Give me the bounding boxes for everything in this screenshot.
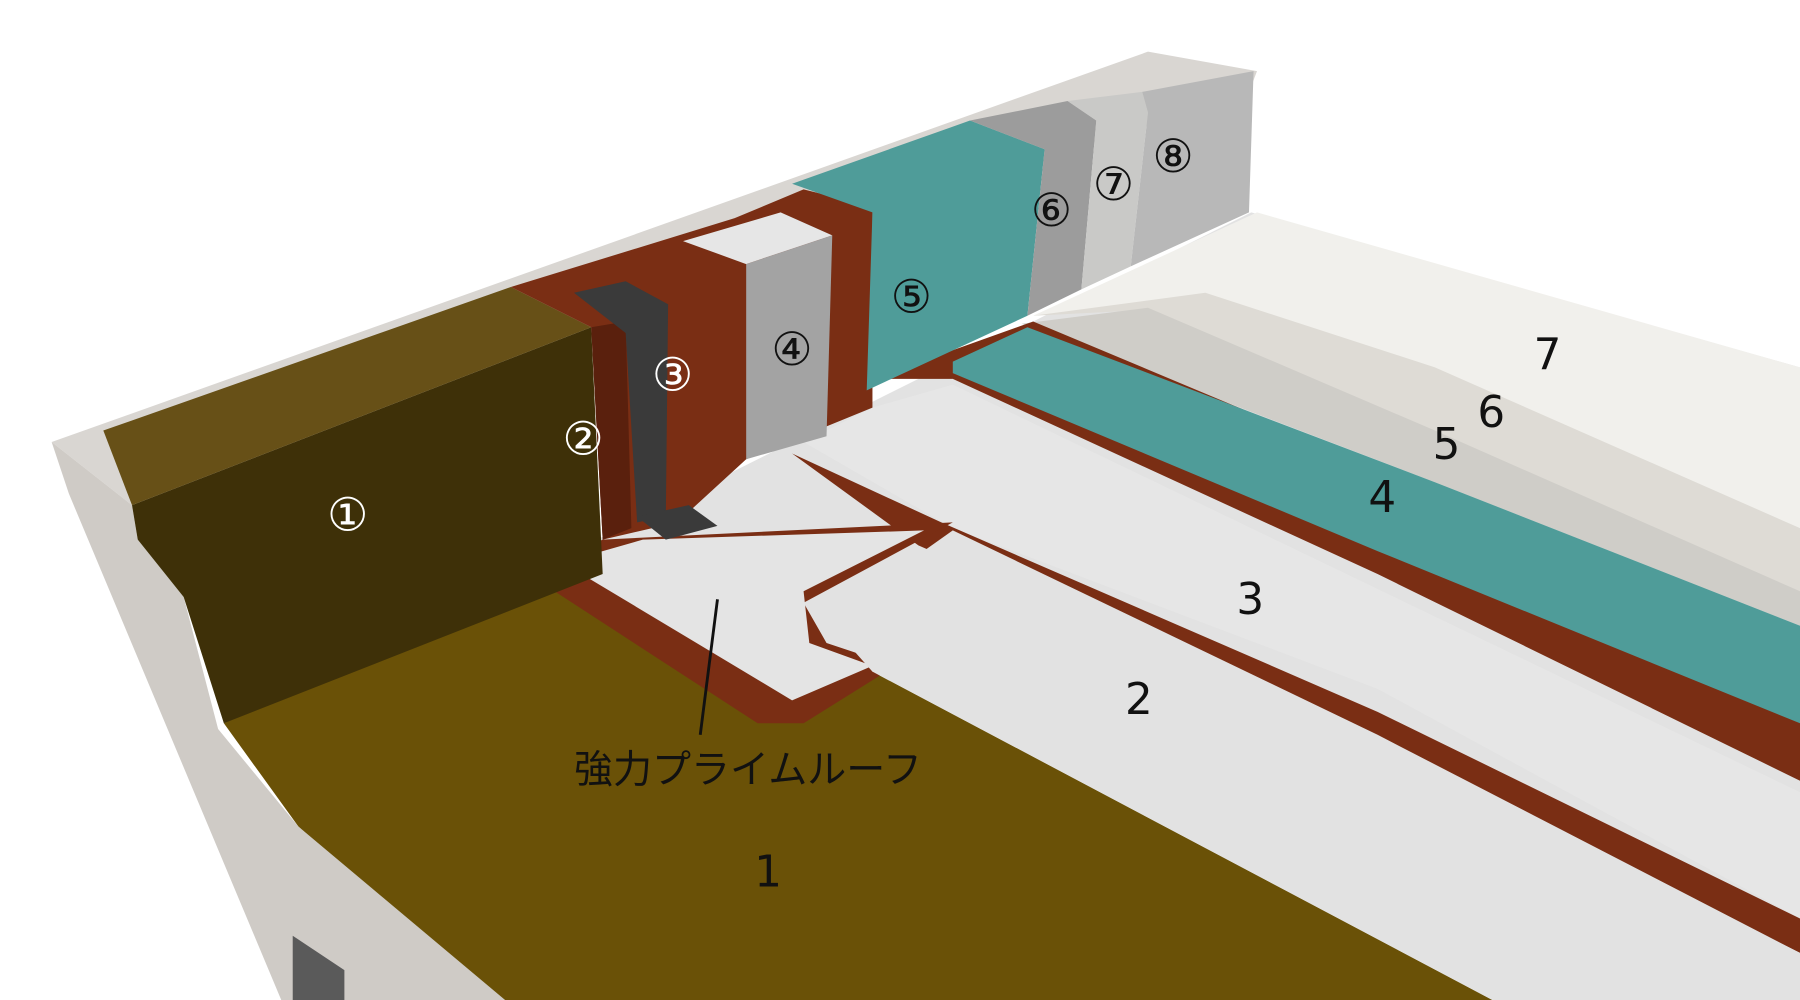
label-floor-5: 5 <box>1433 420 1461 470</box>
label-floor-1: 1 <box>754 847 782 897</box>
wall-layer-4 <box>746 235 833 460</box>
parapet-cut-end <box>51 442 506 1000</box>
prime-roof-patch <box>562 530 925 701</box>
label-wall-8: ⑧ <box>1153 129 1194 183</box>
label-wall-6: ⑥ <box>1031 183 1072 237</box>
wall-layer-5 <box>792 120 1045 391</box>
wall-layer-3-foot <box>637 505 718 540</box>
floor-layer-5 <box>1021 307 1800 626</box>
parapet-opening <box>292 935 345 1000</box>
label-wall-2: ② <box>563 412 604 466</box>
wall-layer-2-face <box>591 321 632 540</box>
wall-layer-3 <box>573 281 669 523</box>
wall-layer-1 <box>132 327 603 724</box>
wall-layer-4-top <box>683 212 833 265</box>
label-floor-4: 4 <box>1368 473 1396 523</box>
label-floor-2: 2 <box>1125 675 1153 725</box>
wall-layer-7 <box>1067 91 1148 290</box>
label-floor-6: 6 <box>1477 388 1505 438</box>
floor-layer-3 <box>803 384 1800 919</box>
floor-layer-2-edge <box>826 530 1800 1000</box>
prime-roof-callout: 強力プライムルーフ <box>574 748 922 793</box>
label-wall-3: ③ <box>652 347 693 401</box>
label-floor-7: 7 <box>1534 331 1562 381</box>
label-wall-4: ④ <box>771 322 812 376</box>
floor-layer-1-olive <box>223 574 1493 1000</box>
wall-layer-1-lip <box>103 287 592 506</box>
label-wall-7: ⑦ <box>1093 157 1134 211</box>
wall-layer-8 <box>1130 71 1254 267</box>
label-floor-3: 3 <box>1236 575 1264 625</box>
floor-layer-4-teal <box>952 327 1800 724</box>
floor-layer-7 <box>1033 212 1800 540</box>
label-wall-1: ① <box>327 487 368 541</box>
label-wall-5: ⑤ <box>891 269 932 323</box>
wall-layer-6 <box>970 101 1097 316</box>
callout-line <box>698 599 719 735</box>
